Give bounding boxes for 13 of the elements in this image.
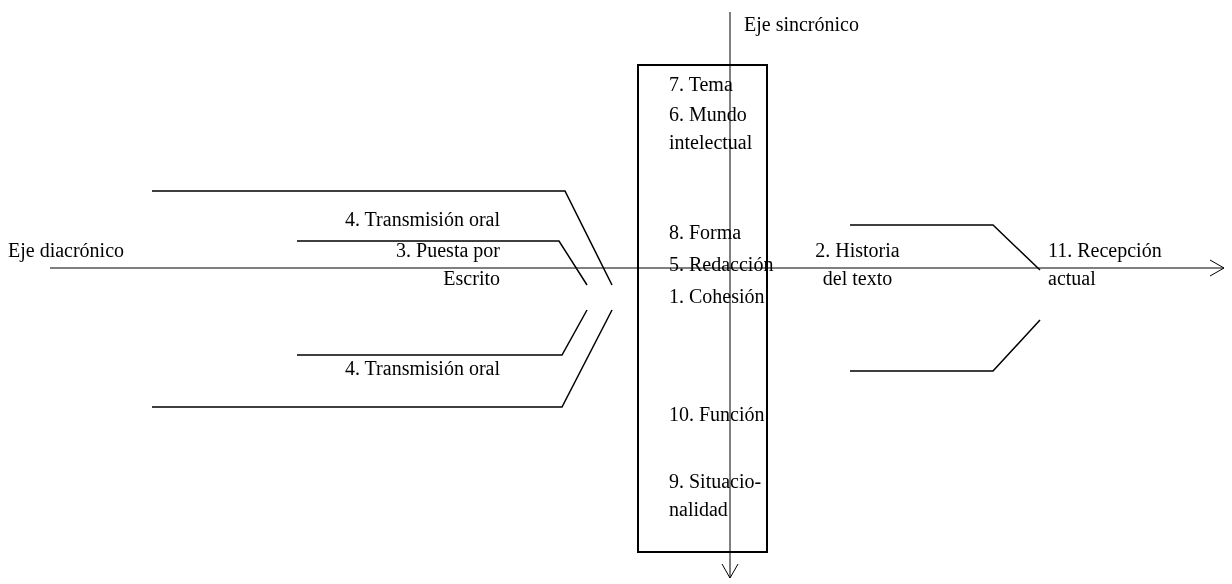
box-text: 1. Cohesión (669, 284, 766, 309)
box-text: 8. Forma (669, 220, 743, 245)
box-text: 9. Situacio-nalidad (669, 469, 763, 522)
box-text: 6. Mundo intelectual (669, 102, 754, 155)
axis-label: Eje sincrónico (744, 12, 860, 38)
box-text: 7. Tema (669, 72, 734, 97)
axis-label: Eje diacrónico (8, 238, 126, 264)
text-label: 4. Transmisión oral (343, 356, 500, 381)
box-text: 10. Función (669, 402, 766, 427)
text-label: 2. Historia del texto (814, 238, 901, 291)
text-label: 11. Recepción actual (1048, 238, 1163, 291)
text-label: 3. Puesta por Escrito (395, 238, 500, 291)
text-label: 4. Transmisión oral (343, 207, 500, 232)
